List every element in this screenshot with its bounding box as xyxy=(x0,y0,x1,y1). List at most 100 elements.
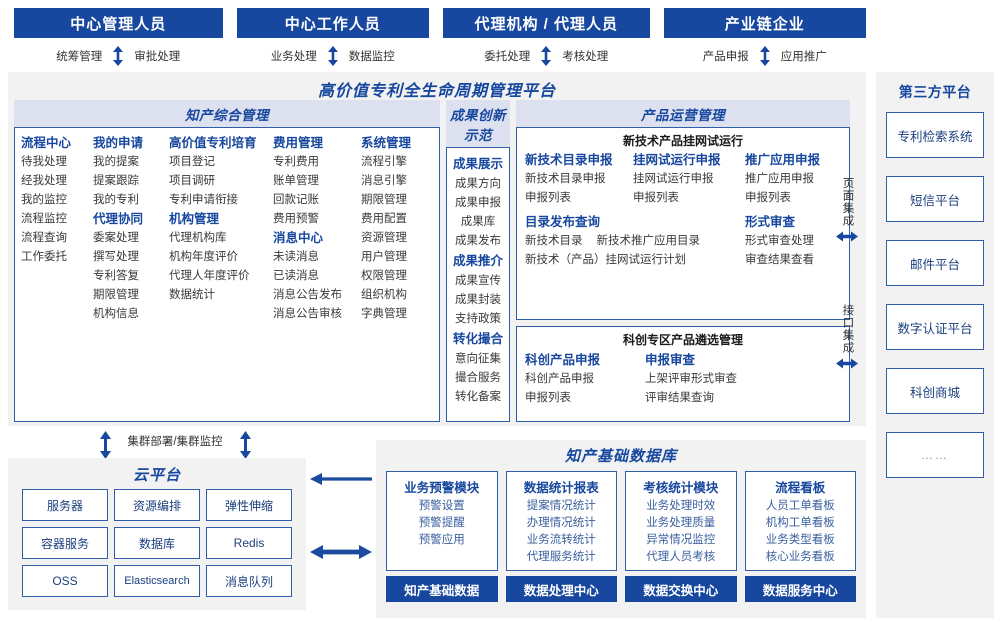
menu-item[interactable]: 申报列表 xyxy=(525,192,572,204)
menu-item[interactable]: 我的提案 xyxy=(93,156,139,168)
card-item[interactable]: 办理情况统计 xyxy=(526,517,596,529)
menu-item[interactable]: 申报列表 xyxy=(633,192,680,204)
menu-item[interactable]: 流程监控 xyxy=(21,213,67,225)
menu-item[interactable]: 科创产品申报 xyxy=(525,373,595,385)
menu-item[interactable]: 我的专利 xyxy=(93,194,139,206)
cloud-cell-elasticsearch[interactable]: Elasticsearch xyxy=(114,565,200,597)
menu-item[interactable]: 权限管理 xyxy=(361,270,407,282)
card-item[interactable]: 业务流转统计 xyxy=(526,534,596,546)
menu-item[interactable]: 专利答复 xyxy=(93,270,139,282)
menu-item[interactable]: 代理人年度评价 xyxy=(169,270,250,282)
third-party-item-patent-search[interactable]: 专利检索系统 xyxy=(886,112,984,158)
cloud-cell-message-queue[interactable]: 消息队列 xyxy=(206,565,292,597)
cloud-cell-autoscaling[interactable]: 弹性伸缩 xyxy=(206,489,292,521)
cloud-cell-container[interactable]: 容器服务 xyxy=(22,527,108,559)
menu-item[interactable]: 支持政策 xyxy=(455,313,501,325)
menu-item[interactable]: 流程查询 xyxy=(21,232,67,244)
menu-item[interactable]: 消息公告审核 xyxy=(273,308,342,320)
menu-item[interactable]: 意向征集 xyxy=(455,353,501,365)
card-item[interactable]: 业务类型看板 xyxy=(765,534,835,546)
menu-item[interactable]: 资源管理 xyxy=(361,232,407,244)
menu-item[interactable]: 机构信息 xyxy=(93,308,139,320)
card-item[interactable]: 提案情况统计 xyxy=(526,500,596,512)
menu-item[interactable]: 转化备案 xyxy=(455,391,501,403)
cloud-cell-database[interactable]: 数据库 xyxy=(114,527,200,559)
menu-item[interactable]: 申报列表 xyxy=(745,192,792,204)
menu-item[interactable]: 申报列表 xyxy=(525,392,572,404)
card-item[interactable]: 业务处理时效 xyxy=(646,500,716,512)
menu-item[interactable]: 新技术推广应用目录 xyxy=(596,235,701,247)
menu-item[interactable]: 已读消息 xyxy=(273,270,319,282)
menu-item[interactable]: 成果封装 xyxy=(455,294,501,306)
menu-item[interactable]: 代理机构库 xyxy=(169,232,227,244)
menu-item[interactable]: 费用配置 xyxy=(361,213,407,225)
menu-item[interactable]: 流程引擎 xyxy=(361,156,407,168)
menu-item[interactable]: 成果发布 xyxy=(455,235,501,247)
menu-item[interactable]: 数据统计 xyxy=(169,289,215,301)
menu-item[interactable]: 费用预警 xyxy=(273,213,319,225)
card-item[interactable]: 预警设置 xyxy=(418,500,465,512)
card-item[interactable]: 核心业务看板 xyxy=(765,551,835,563)
card-item[interactable]: 人员工单看板 xyxy=(765,500,835,512)
menu-item[interactable]: 提案跟踪 xyxy=(93,175,139,187)
card-item[interactable]: 业务处理质量 xyxy=(646,517,716,529)
kdb-footer-processing-center[interactable]: 数据处理中心 xyxy=(505,576,617,602)
cloud-cell-server[interactable]: 服务器 xyxy=(22,489,108,521)
menu-item[interactable]: 新技术目录申报 xyxy=(525,173,606,185)
menu-item[interactable]: 经我处理 xyxy=(21,175,67,187)
role-bar-enterprise[interactable]: 产业链企业 xyxy=(663,8,866,38)
menu-item[interactable]: 审查结果查看 xyxy=(745,254,815,266)
cloud-cell-redis[interactable]: Redis xyxy=(206,527,292,559)
menu-item[interactable]: 期限管理 xyxy=(93,289,139,301)
menu-item[interactable]: 上架评审形式审查 xyxy=(645,373,738,385)
card-item[interactable]: 预警应用 xyxy=(418,534,465,546)
menu-item[interactable]: 工作委托 xyxy=(21,251,67,263)
menu-item[interactable]: 撮合服务 xyxy=(455,372,501,384)
role-bar-agency[interactable]: 代理机构 / 代理人员 xyxy=(442,8,650,38)
kdb-footer-service-center[interactable]: 数据服务中心 xyxy=(744,576,856,602)
card-item[interactable]: 预警提醒 xyxy=(418,517,465,529)
role-bar-center-staff[interactable]: 中心工作人员 xyxy=(236,8,429,38)
third-party-item-email[interactable]: 邮件平台 xyxy=(886,240,984,286)
menu-item[interactable]: 组织机构 xyxy=(361,289,407,301)
menu-item[interactable]: 成果方向 xyxy=(455,178,501,190)
third-party-item-kechuang-mall[interactable]: 科创商城 xyxy=(886,368,984,414)
menu-item[interactable]: 期限管理 xyxy=(361,194,407,206)
menu-item[interactable]: 字典管理 xyxy=(361,308,407,320)
kdb-footer-base-data[interactable]: 知产基础数据 xyxy=(386,576,498,602)
menu-item[interactable]: 机构年度评价 xyxy=(169,251,238,263)
menu-item[interactable]: 专利费用 xyxy=(273,156,319,168)
menu-item[interactable]: 成果宣传 xyxy=(455,275,501,287)
menu-item[interactable]: 评审结果查询 xyxy=(645,392,715,404)
menu-item[interactable]: 消息公告发布 xyxy=(273,289,342,301)
menu-item[interactable]: 专利申请衔接 xyxy=(169,194,238,206)
kdb-footer-exchange-center[interactable]: 数据交换中心 xyxy=(625,576,737,602)
menu-item[interactable]: 待我处理 xyxy=(21,156,67,168)
menu-item[interactable]: 挂网试运行申报 xyxy=(633,173,714,185)
card-item[interactable]: 代理人员考核 xyxy=(646,551,716,563)
menu-item[interactable]: 形式审查处理 xyxy=(745,235,815,247)
cloud-cell-oss[interactable]: OSS xyxy=(22,565,108,597)
menu-item[interactable]: 成果库 xyxy=(460,216,496,228)
third-party-item-sms[interactable]: 短信平台 xyxy=(886,176,984,222)
menu-item[interactable]: 用户管理 xyxy=(361,251,407,263)
menu-item[interactable]: 消息引擎 xyxy=(361,175,407,187)
card-item[interactable]: 异常情况监控 xyxy=(646,534,716,546)
card-item[interactable]: 代理服务统计 xyxy=(526,551,596,563)
menu-item[interactable]: 我的监控 xyxy=(21,194,67,206)
menu-item[interactable]: 撰写处理 xyxy=(93,251,139,263)
menu-item[interactable]: 新技术目录 xyxy=(525,235,583,247)
menu-item[interactable]: 成果申报 xyxy=(455,197,501,209)
menu-item[interactable]: 账单管理 xyxy=(273,175,319,187)
role-bar-center-admin[interactable]: 中心管理人员 xyxy=(14,8,223,38)
cloud-cell-orchestration[interactable]: 资源编排 xyxy=(114,489,200,521)
third-party-item-more[interactable]: …… xyxy=(886,432,984,478)
menu-item[interactable]: 委案处理 xyxy=(93,232,139,244)
menu-item[interactable]: 项目调研 xyxy=(169,175,215,187)
third-party-item-digital-cert[interactable]: 数字认证平台 xyxy=(886,304,984,350)
menu-item[interactable]: 未读消息 xyxy=(273,251,319,263)
menu-item[interactable]: 新技术（产品）挂网试运行计划 xyxy=(525,254,687,266)
menu-item[interactable]: 项目登记 xyxy=(169,156,215,168)
card-item[interactable]: 机构工单看板 xyxy=(765,517,835,529)
menu-item[interactable]: 推广应用申报 xyxy=(745,173,815,185)
